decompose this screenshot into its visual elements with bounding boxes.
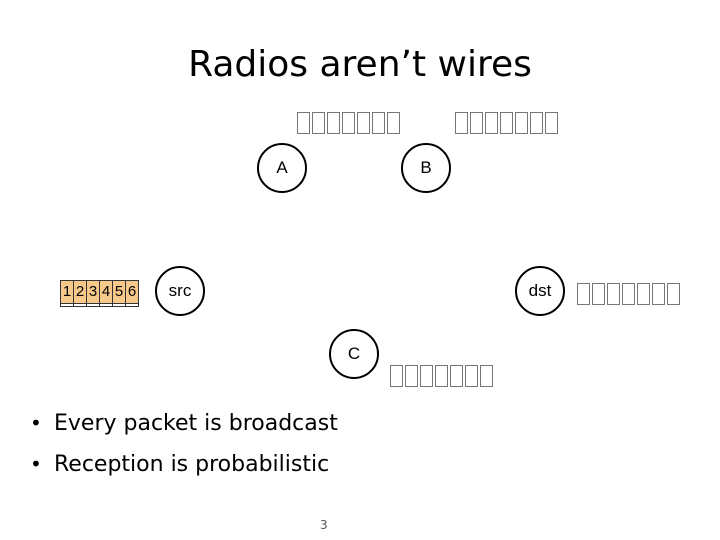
missing-glyph-icon	[607, 283, 620, 305]
missing-glyph-icon	[500, 112, 513, 134]
missing-glyph-icon	[387, 112, 400, 134]
packet: 6	[125, 280, 139, 307]
node-a-label: A	[276, 158, 288, 177]
packet: 1	[60, 280, 74, 307]
missing-glyph-icon	[622, 283, 635, 305]
packet: 3	[86, 280, 100, 307]
missing-glyph-icon	[327, 112, 340, 134]
packet-queue: 1 2 3 4 5 6	[60, 280, 139, 307]
bullet-item: • Every packet is broadcast	[30, 404, 338, 445]
bullet-icon: •	[30, 411, 42, 435]
packet: 4	[99, 280, 113, 307]
missing-glyph-icon	[637, 283, 650, 305]
packet-placeholder-b	[455, 112, 558, 134]
node-dst: dst	[515, 266, 565, 316]
packet-placeholder-c	[390, 365, 493, 387]
missing-glyph-icon	[652, 283, 665, 305]
packet: 2	[73, 280, 87, 307]
missing-glyph-icon	[357, 112, 370, 134]
node-a: A	[257, 143, 307, 193]
missing-glyph-icon	[515, 112, 528, 134]
missing-glyph-icon	[450, 365, 463, 387]
bullet-item: • Reception is probabilistic	[30, 445, 338, 486]
node-b: B	[401, 143, 451, 193]
node-c: C	[329, 329, 379, 379]
missing-glyph-icon	[372, 112, 385, 134]
missing-glyph-icon	[530, 112, 543, 134]
page-number: 3	[320, 518, 328, 532]
missing-glyph-icon	[667, 283, 680, 305]
missing-glyph-icon	[577, 283, 590, 305]
missing-glyph-icon	[465, 365, 478, 387]
missing-glyph-icon	[420, 365, 433, 387]
missing-glyph-icon	[312, 112, 325, 134]
missing-glyph-icon	[470, 112, 483, 134]
packet-placeholder-dst	[577, 283, 680, 305]
node-src: src	[155, 266, 205, 316]
packet: 5	[112, 280, 126, 307]
missing-glyph-icon	[435, 365, 448, 387]
missing-glyph-icon	[342, 112, 355, 134]
missing-glyph-icon	[297, 112, 310, 134]
missing-glyph-icon	[390, 365, 403, 387]
packet-placeholder-a	[297, 112, 400, 134]
missing-glyph-icon	[480, 365, 493, 387]
bullet-text: Every packet is broadcast	[54, 411, 338, 436]
missing-glyph-icon	[592, 283, 605, 305]
missing-glyph-icon	[485, 112, 498, 134]
bullet-list: • Every packet is broadcast • Reception is…	[30, 404, 338, 486]
node-src-label: src	[168, 281, 192, 300]
missing-glyph-icon	[545, 112, 558, 134]
bullet-icon: •	[30, 452, 42, 476]
node-c-label: C	[347, 344, 361, 363]
slide-title: Radios aren’t wires	[188, 44, 532, 85]
missing-glyph-icon	[455, 112, 468, 134]
node-b-label: B	[420, 158, 432, 177]
bullet-text: Reception is probabilistic	[54, 452, 330, 477]
node-dst-label: dst	[528, 281, 552, 300]
missing-glyph-icon	[405, 365, 418, 387]
